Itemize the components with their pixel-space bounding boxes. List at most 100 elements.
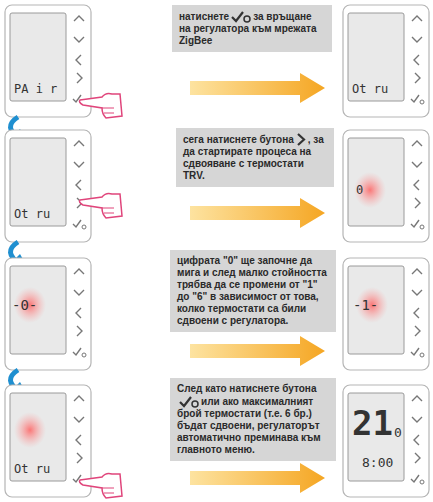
blink-glow	[14, 412, 46, 448]
right-button	[415, 198, 420, 208]
lcd-screen	[348, 393, 404, 481]
thermostat	[343, 130, 429, 242]
down-button	[74, 162, 84, 167]
thermostat	[5, 385, 91, 497]
screen-reading: PA i r	[14, 82, 57, 96]
check-button	[411, 220, 419, 227]
callout-text: След като натиснете бутона	[177, 383, 316, 394]
lcd-screen	[10, 393, 66, 481]
screen-reading: -0-	[12, 297, 37, 313]
left-button	[76, 308, 81, 318]
blink-glow	[354, 172, 386, 208]
screen-reading: 0	[356, 183, 363, 197]
left-button	[414, 435, 419, 445]
right-button	[77, 73, 82, 83]
callout-text: натиснете	[179, 11, 229, 22]
up-button	[74, 16, 84, 21]
thermostat-body	[5, 5, 91, 117]
check-button	[73, 220, 81, 227]
check-icon	[179, 395, 199, 408]
pointing-hand	[79, 93, 122, 118]
step-arrow	[190, 463, 325, 493]
lcd-screen	[10, 266, 66, 354]
right-button	[77, 326, 82, 336]
screen-reading: 21	[352, 405, 393, 441]
check-button	[411, 475, 419, 482]
thermostat-body	[343, 130, 429, 242]
thermostat-body	[343, 385, 429, 497]
step-arrow	[190, 336, 325, 366]
arrow-icon	[296, 133, 306, 146]
thermostat	[343, 5, 429, 117]
lcd-screen	[348, 138, 404, 226]
gear-dot	[420, 353, 424, 357]
finger-line	[102, 488, 114, 493]
hand-outline	[79, 93, 122, 118]
screen-reading: 0	[394, 425, 402, 440]
pointing-hand	[79, 473, 122, 498]
up-button	[412, 269, 422, 274]
right-button	[415, 326, 420, 336]
right-button	[415, 453, 420, 463]
up-button	[74, 396, 84, 401]
thermostat-body	[343, 258, 429, 370]
hand-outline	[79, 473, 122, 498]
right-button	[77, 453, 82, 463]
thermostat-body	[5, 130, 91, 242]
thermostat	[5, 5, 91, 117]
down-button	[412, 417, 422, 422]
step-arrow	[190, 198, 325, 228]
lcd-screen	[348, 266, 404, 354]
up-button	[412, 141, 422, 146]
check-button	[411, 95, 419, 102]
check-icon	[231, 10, 251, 23]
thermostat-body	[343, 5, 429, 117]
screen-reading: Ot ru	[14, 462, 50, 476]
down-button	[412, 290, 422, 295]
callout-box: сега натиснете бутона, за да стартирате …	[176, 128, 334, 187]
up-button	[74, 269, 84, 274]
thermostat	[343, 385, 429, 497]
check-button	[73, 348, 81, 355]
screen-reading: Ot ru	[14, 207, 50, 221]
down-button	[412, 37, 422, 42]
gear-dot	[420, 225, 424, 229]
left-button	[76, 55, 81, 65]
thermostat	[5, 130, 91, 242]
gear-dot	[82, 353, 86, 357]
right-button	[415, 73, 420, 83]
callout-box: цифрата "0" ще започне да мига и след ма…	[170, 250, 336, 332]
thermostat	[343, 258, 429, 370]
left-button	[76, 435, 81, 445]
lcd-screen	[10, 13, 66, 101]
callout-text: сега натиснете бутона	[183, 134, 294, 145]
thermostat-body	[5, 258, 91, 370]
screen-reading: -1-	[353, 297, 378, 313]
finger-line	[102, 108, 114, 113]
lcd-screen	[348, 13, 404, 101]
thermostat-body	[5, 385, 91, 497]
down-button	[74, 290, 84, 295]
down-button	[74, 37, 84, 42]
hand-outline	[79, 193, 122, 218]
step-arrow	[190, 73, 325, 103]
pointing-hand	[79, 193, 122, 218]
finger-line	[102, 208, 114, 213]
left-button	[414, 308, 419, 318]
up-button	[412, 396, 422, 401]
up-button	[412, 16, 422, 21]
check-button	[411, 348, 419, 355]
thermostat	[5, 258, 91, 370]
screen-reading: Ot ru	[352, 82, 388, 96]
gear-dot	[82, 225, 86, 229]
up-button	[74, 141, 84, 146]
left-button	[414, 180, 419, 190]
down-button	[74, 417, 84, 422]
left-button	[414, 55, 419, 65]
callout-text: цифрата "0" ще започне да мига и след ма…	[177, 255, 327, 326]
left-button	[76, 180, 81, 190]
callout-box: След като натиснете бутонаили ако максим…	[170, 378, 336, 461]
screen-reading: 8:00	[362, 455, 393, 470]
callout-box: натиснетеза връщане на регулатора към мр…	[172, 5, 332, 52]
